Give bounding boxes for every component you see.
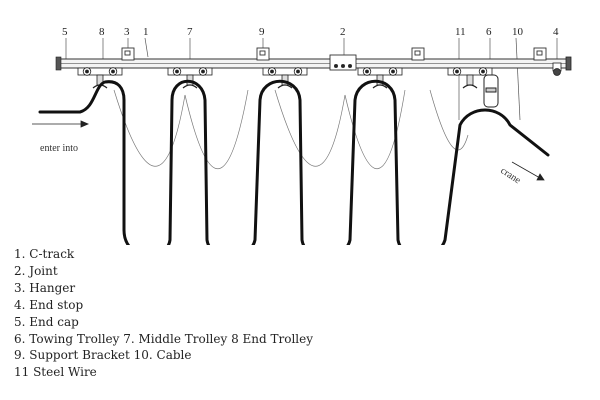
legend-item: 2. Joint <box>14 263 58 278</box>
callout-7: 7 <box>187 26 193 38</box>
joint <box>329 54 357 71</box>
end-stop <box>552 56 572 76</box>
trolleys <box>77 67 493 89</box>
legend-item: 1. C-track <box>14 247 75 261</box>
callout-10: 10 <box>512 26 524 38</box>
crane-label: crane <box>498 165 523 186</box>
legend-item: 4. End stop <box>14 297 84 312</box>
legend-item: 9. Support Bracket 10. Cable <box>14 348 192 363</box>
callout-1: 1 <box>143 26 149 38</box>
callout-11: 11 <box>455 26 466 38</box>
legend-item: 3. Hanger <box>14 280 76 295</box>
callout-5: 5 <box>62 26 68 38</box>
callout-8: 8 <box>99 26 105 38</box>
middle-trolley <box>167 67 213 89</box>
callout-4: 4 <box>553 26 559 38</box>
middle-trolley <box>447 67 493 89</box>
hangers <box>121 47 547 61</box>
callout-3: 3 <box>124 26 130 38</box>
callout-2: 2 <box>340 26 346 38</box>
festoon-system-diagram: 5 8 3 1 7 9 2 11 6 10 4 <box>32 26 572 245</box>
legend-item: 11 Steel Wire <box>14 365 97 380</box>
towing-trolley <box>483 74 499 108</box>
c-track <box>57 58 569 69</box>
end-cap <box>55 56 62 71</box>
crane-arrow <box>511 161 545 181</box>
callout-6: 6 <box>486 26 492 38</box>
enter-label: enter into <box>40 143 78 154</box>
legend-item: 6. Towing Trolley 7. Middle Trolley 8 En… <box>14 331 314 346</box>
enter-arrow <box>32 120 90 128</box>
cable <box>38 79 550 245</box>
middle-trolley <box>357 67 403 89</box>
component-legend: 1. C-track 2. Joint 3. Hanger 4. End stop 5.… <box>14 246 313 381</box>
middle-trolley <box>262 67 308 89</box>
steel-wire <box>113 89 469 170</box>
leader-lines <box>65 37 558 121</box>
end-trolley <box>77 67 123 89</box>
legend-item: 5. End cap <box>14 314 79 329</box>
callout-9: 9 <box>259 26 265 38</box>
